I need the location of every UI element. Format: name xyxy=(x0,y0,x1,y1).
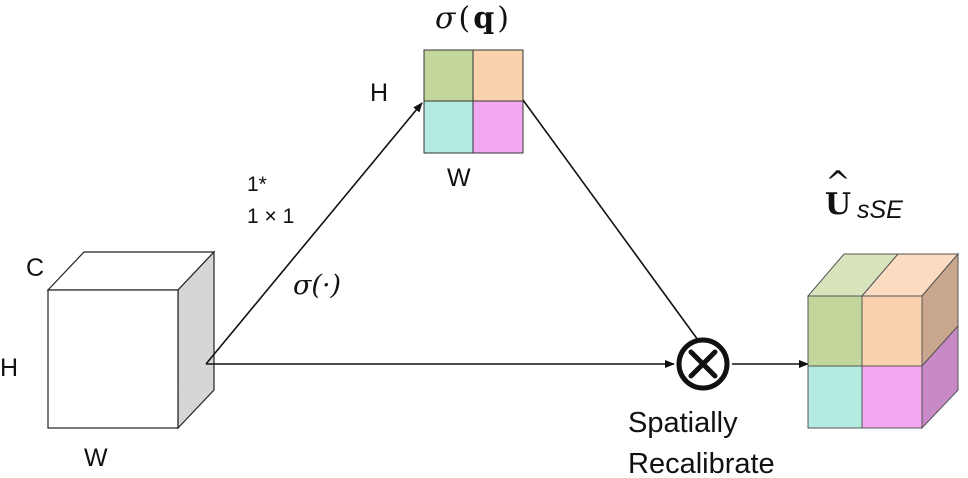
output-cube-front-cell xyxy=(861,295,923,367)
operator-label-line1: Spatially xyxy=(628,407,738,439)
spatial-map-cell xyxy=(472,100,524,154)
conv-label-line2: 1 × 1 xyxy=(247,205,294,228)
output-title-main: U xyxy=(825,187,851,222)
output-title: ^ U sSE xyxy=(825,165,903,224)
activation-label: σ(·) xyxy=(293,270,341,301)
spatial-map-cell xyxy=(472,49,524,102)
output-title-subscript: sSE xyxy=(857,196,903,224)
multiply-operator xyxy=(676,337,730,391)
operator-cross xyxy=(688,349,718,379)
conv-label-line1: 1* xyxy=(247,173,267,196)
output-cube-front-cell xyxy=(807,365,863,429)
spatial-map-cell xyxy=(423,100,474,154)
spatial-map-cell xyxy=(423,49,474,102)
input-label-w: W xyxy=(84,444,108,472)
conv-arrow xyxy=(205,102,423,365)
spatial-map-label-w: W xyxy=(447,164,471,192)
spatial-map-title: σ(q) xyxy=(435,1,509,36)
input-label-h: H xyxy=(0,354,18,382)
map-to-operator-line xyxy=(522,99,699,341)
input-feature-cube xyxy=(46,250,216,430)
output-cube-front-cell xyxy=(861,365,923,429)
operator-label-line2: Recalibrate xyxy=(628,448,775,478)
spatial-map-label-h: H xyxy=(370,79,388,107)
output-cube-front-cell xyxy=(807,295,863,367)
output-title-hat: ^ xyxy=(825,165,850,200)
input-label-c: C xyxy=(26,254,44,282)
input-cube-front xyxy=(47,289,179,429)
output-feature-cube xyxy=(806,252,960,430)
spatial-map-grid xyxy=(423,49,524,154)
